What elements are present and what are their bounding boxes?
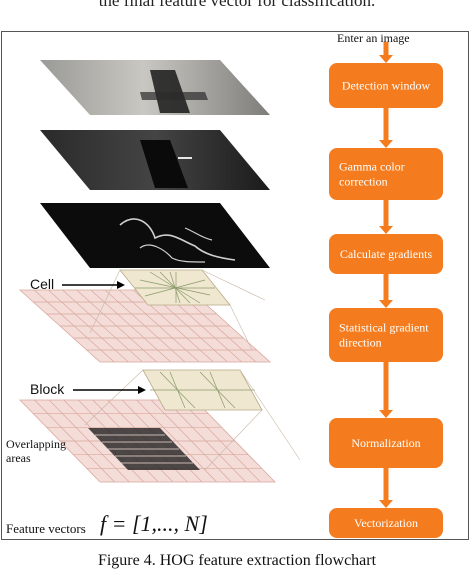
flow-step-1: Detection window — [329, 63, 443, 108]
figure-caption: Figure 4. HOG feature extraction flowcha… — [97, 552, 377, 569]
flow-step-label: direction — [339, 336, 382, 350]
cell-grid — [18, 289, 272, 363]
flow-step-box — [329, 508, 443, 538]
flow-step-label: Gamma color — [339, 160, 405, 174]
feature-vectors-label: Feature vectors — [6, 521, 86, 536]
flow-step-box — [329, 234, 443, 274]
gamma-corrected-image — [40, 130, 270, 190]
input-label: Enter an image — [337, 31, 410, 45]
block-arrow — [73, 386, 146, 394]
flow-step-label: Statistical gradient — [339, 321, 429, 335]
header-text: the final feature vector for classificat… — [98, 0, 376, 10]
flow-step-6: Vectorization — [329, 508, 443, 538]
gradient-image — [40, 203, 270, 268]
cell-label: Cell — [30, 276, 55, 292]
flow-arrowheads — [379, 55, 393, 508]
flow-step-label: correction — [339, 175, 388, 189]
feature-formula: f = [1,..., N] — [100, 511, 208, 536]
flow-step-label: Normalization — [351, 436, 420, 450]
detection-window-image — [40, 60, 270, 115]
flow-step-box — [329, 148, 443, 200]
flow-step-3: Calculate gradients — [329, 234, 443, 274]
cell-arrow — [62, 281, 125, 289]
flow-step-label: Vectorization — [354, 516, 418, 530]
overlap-label: Overlapping areas — [6, 437, 66, 465]
block-projection-lines — [84, 369, 301, 471]
block-label: Block — [30, 381, 65, 397]
flow-step-label: Calculate gradients — [340, 247, 433, 261]
flow-step-label: Detection window — [342, 79, 431, 93]
flow-step-box — [329, 63, 443, 108]
flow-step-5: Normalization — [329, 418, 443, 468]
flow-step-box — [329, 308, 443, 362]
cell-projection-lines — [89, 269, 266, 351]
overlap-hatch — [88, 428, 200, 470]
flow-step-box — [329, 418, 443, 468]
